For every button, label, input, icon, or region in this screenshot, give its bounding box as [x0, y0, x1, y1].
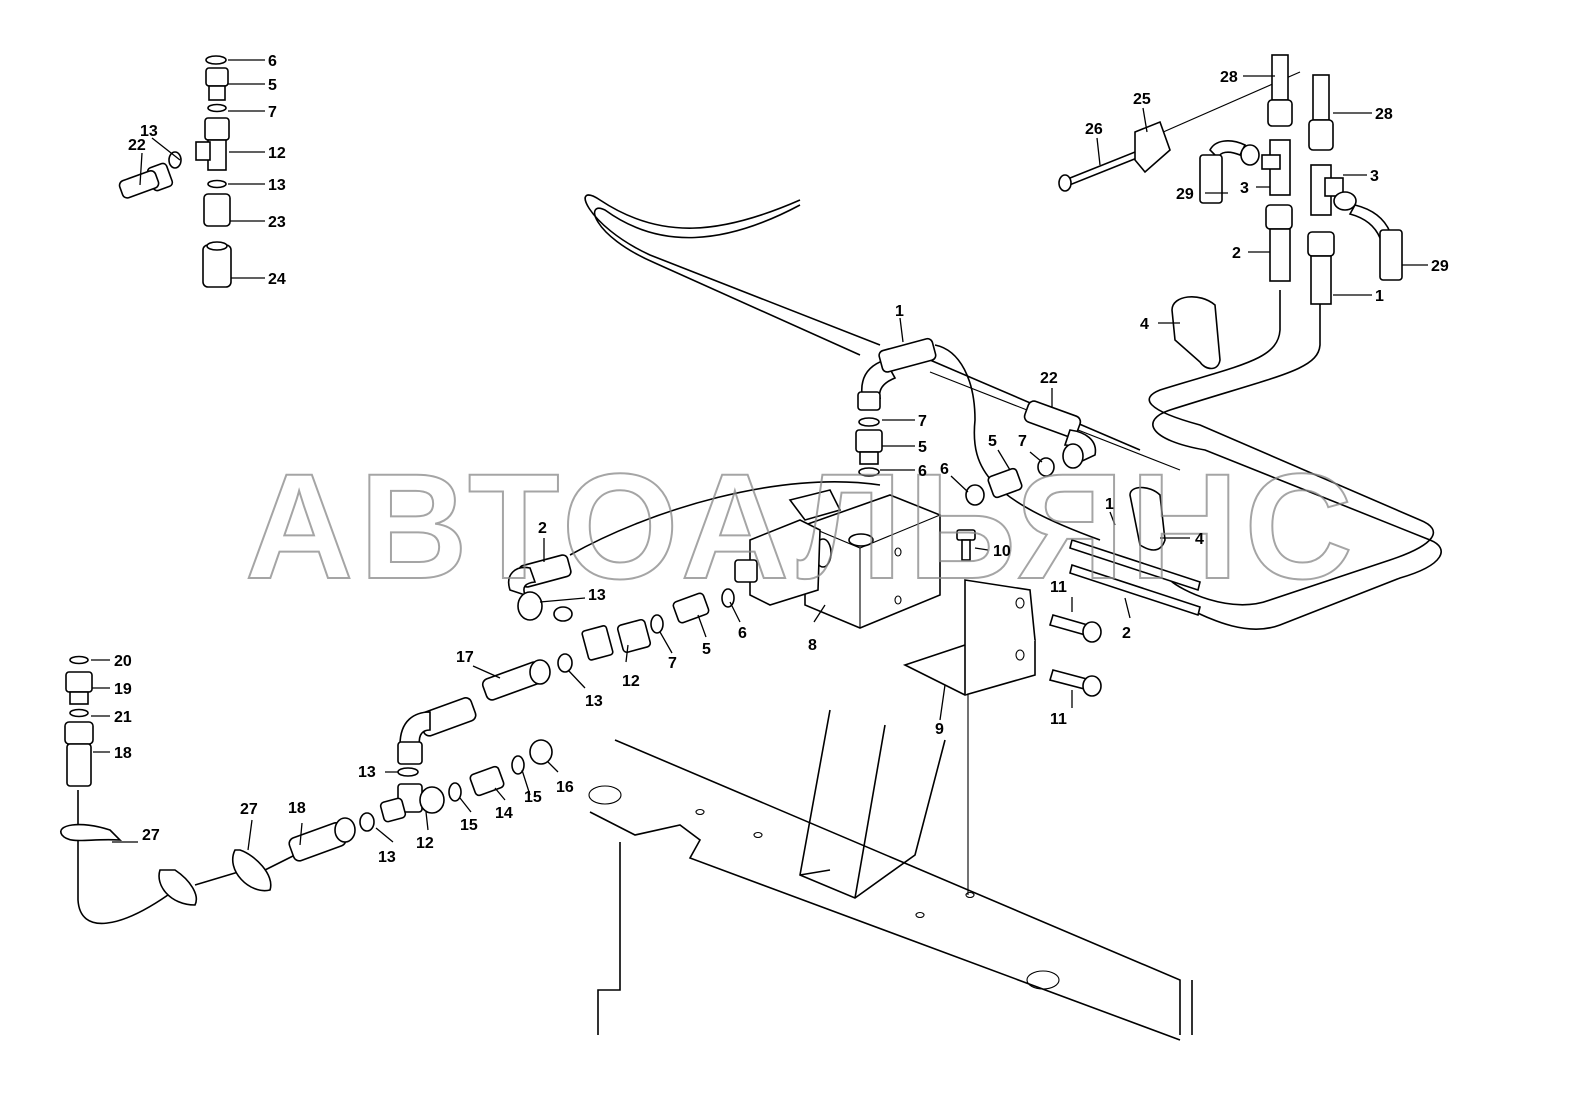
callout-21: 21 [114, 709, 132, 726]
callout-15: 15 [460, 817, 478, 834]
callout-5: 5 [702, 641, 711, 658]
callout-4: 4 [1195, 531, 1204, 548]
callout-28: 28 [1220, 69, 1238, 86]
callout-9: 9 [935, 721, 944, 738]
callout-7: 7 [918, 413, 927, 430]
callout-17: 17 [456, 649, 474, 666]
callout-6: 6 [738, 625, 747, 642]
callout-7: 7 [668, 655, 677, 672]
callout-24: 24 [268, 271, 286, 288]
top-center-stack [118, 55, 232, 288]
callout-labels: 6 5 7 12 13 23 24 13 22 28 25 26 28 3 3 … [114, 53, 1449, 866]
callout-13: 13 [585, 693, 603, 710]
callout-18: 18 [114, 745, 132, 762]
callout-6: 6 [918, 463, 927, 480]
callout-20: 20 [114, 653, 132, 670]
frame-plate [588, 709, 1193, 1041]
callout-7: 7 [1018, 433, 1027, 450]
callout-12: 12 [268, 145, 286, 162]
callout-15: 15 [524, 789, 542, 806]
callout-26: 26 [1085, 121, 1103, 138]
callout-29: 29 [1431, 258, 1449, 275]
callout-14: 14 [495, 805, 513, 822]
callout-5: 5 [268, 77, 277, 94]
callout-2: 2 [1232, 245, 1241, 262]
callout-16: 16 [556, 779, 574, 796]
callout-27: 27 [142, 827, 160, 844]
callout-25: 25 [1133, 91, 1151, 108]
callout-22: 22 [1040, 370, 1058, 387]
callout-22: 22 [128, 137, 146, 154]
callout-28: 28 [1375, 106, 1393, 123]
leader-lines [91, 59, 1428, 851]
callout-1: 1 [1375, 288, 1384, 305]
callout-1: 1 [1105, 496, 1114, 513]
callout-12: 12 [622, 673, 640, 690]
callout-1: 1 [895, 303, 904, 320]
callout-12: 12 [416, 835, 434, 852]
callout-13: 13 [588, 587, 606, 604]
callout-6: 6 [940, 461, 949, 478]
valve-assembly [734, 337, 1201, 697]
callout-13: 13 [378, 849, 396, 866]
callout-3: 3 [1240, 180, 1249, 197]
left-middle-fittings [397, 554, 735, 765]
callout-7: 7 [268, 104, 277, 121]
lower-left-fittings [60, 655, 553, 906]
watermark-text: АВТОАЛЬЯНС [245, 442, 1359, 610]
callout-4: 4 [1140, 316, 1149, 333]
callout-10: 10 [993, 543, 1011, 560]
callout-19: 19 [114, 681, 132, 698]
callout-18: 18 [288, 800, 306, 817]
top-right-cluster [1058, 54, 1403, 370]
callout-11: 11 [1050, 711, 1067, 728]
callout-6: 6 [268, 53, 277, 70]
callout-29: 29 [1176, 186, 1194, 203]
callout-11: 11 [1050, 579, 1067, 596]
callout-3: 3 [1370, 168, 1379, 185]
callout-2: 2 [1122, 625, 1131, 642]
callout-8: 8 [808, 637, 817, 654]
callout-13: 13 [358, 764, 376, 781]
callout-13: 13 [140, 123, 158, 140]
callout-13: 13 [268, 177, 286, 194]
callout-2: 2 [538, 520, 547, 537]
callout-5: 5 [988, 433, 997, 450]
callout-23: 23 [268, 214, 286, 231]
callout-5: 5 [918, 439, 927, 456]
callout-27: 27 [240, 801, 258, 818]
